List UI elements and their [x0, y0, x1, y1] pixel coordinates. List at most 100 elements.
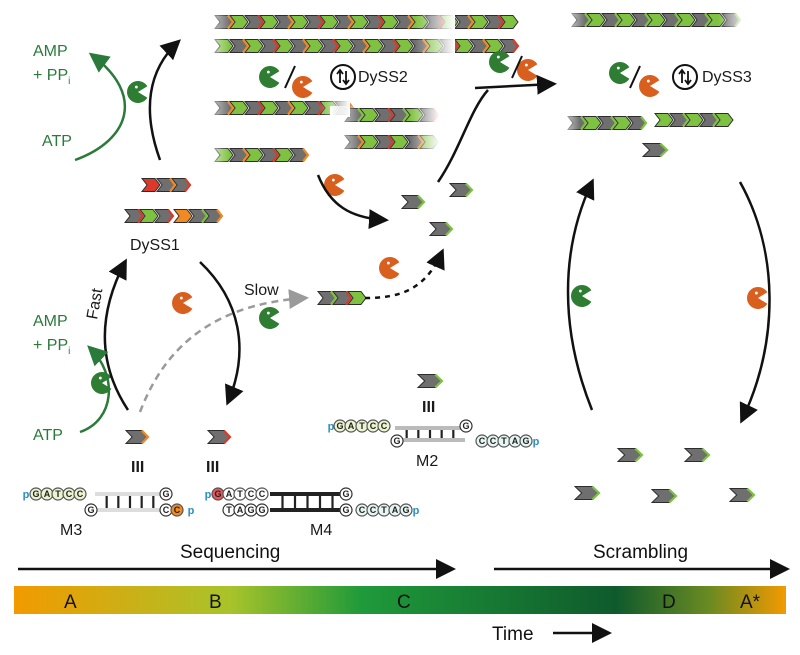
- chevron-monomer-icon: [611, 116, 632, 130]
- chevron-monomer-icon: [348, 15, 369, 29]
- chevron-monomer-icon: [202, 208, 224, 224]
- amp-label-low: AMP: [33, 313, 68, 330]
- oligomer-strand: [653, 112, 734, 128]
- chevron-monomer-icon: [228, 147, 250, 163]
- chevron-monomer-icon: [333, 39, 354, 53]
- atp-label-top: ATP: [42, 133, 72, 150]
- pacman-enzyme-icon: [379, 257, 400, 279]
- nucleotide-base: T: [497, 434, 511, 448]
- svg-text:T: T: [359, 421, 365, 431]
- chevron-monomer-icon: [453, 14, 475, 30]
- chevron-monomer-icon: [153, 208, 175, 224]
- nucleotide-base: C: [355, 503, 369, 517]
- chevron-monomer-icon: [683, 447, 711, 463]
- chevron-monomer-icon: [498, 38, 520, 54]
- nucleotide-base: C: [486, 434, 500, 448]
- monomers-to-dyss3-arrow: [436, 89, 489, 183]
- dyss1-to-dyss2-arrow: [148, 39, 181, 161]
- svg-text:C: C: [248, 489, 255, 499]
- chevron-monomer-icon: [170, 177, 192, 193]
- chevron-monomer-icon: [288, 38, 310, 54]
- nucleotide-base: C: [159, 503, 173, 517]
- svg-text:G: G: [342, 489, 349, 499]
- time-label: Time: [492, 624, 534, 645]
- chevron-monomer-icon: [187, 208, 209, 224]
- svg-text:A: A: [44, 489, 51, 499]
- oligomer-strand: [123, 208, 175, 224]
- chevron-monomer-icon: [378, 38, 400, 54]
- chevron-monomer-icon: [698, 112, 720, 128]
- svg-text:C: C: [370, 421, 377, 431]
- slow-to-monomer-dashed-arrow: [364, 248, 445, 300]
- pacman-enzyme-icon: [127, 81, 148, 103]
- amp-pp-label-low: + PPi: [33, 337, 70, 357]
- svg-text:G: G: [462, 421, 469, 431]
- chevron-monomer-icon: [600, 12, 622, 28]
- scramble-up-arrow: [566, 178, 595, 411]
- enzyme-layer: [91, 51, 768, 394]
- svg-text:A: A: [226, 489, 233, 499]
- amp-pp-label-top: + PPi: [33, 67, 70, 87]
- timeline-bar: [14, 586, 786, 614]
- dyss3-label: DySS3: [702, 69, 752, 86]
- chevron-monomer-icon: [453, 39, 474, 53]
- chevron-monomer-icon: [273, 14, 295, 30]
- nucleotide-base: A: [344, 419, 358, 433]
- chevron-monomer-icon: [206, 429, 232, 445]
- nucleotide-base: C: [244, 487, 258, 501]
- scrambling-label: Scrambling: [593, 542, 688, 563]
- chevron-monomer-icon: [348, 38, 370, 54]
- nucleotide-base: C: [366, 419, 380, 433]
- nucleotide-base: G: [390, 434, 404, 448]
- chevron-monomer-icon: [288, 147, 310, 163]
- nucleotide-base: G: [399, 503, 413, 517]
- chevron-monomer-icon: [124, 429, 150, 445]
- chevron-monomer-icon: [243, 39, 264, 53]
- fast-label: Fast: [84, 287, 106, 321]
- chevron-monomer-icon: [228, 101, 249, 115]
- amp-label-top: AMP: [33, 43, 68, 60]
- nucleotide-base: G: [339, 503, 353, 517]
- nucleotide-base: T: [377, 503, 391, 517]
- slash-divider: [629, 65, 641, 89]
- atp-to-amp-lower-green-arrow: [79, 345, 111, 434]
- phosphate-label: p: [533, 436, 540, 448]
- chevron-monomer-icon: [650, 488, 678, 504]
- slow-label: Slow: [244, 282, 279, 299]
- nucleotide-base: C: [377, 419, 391, 433]
- chevron-monomer-icon: [363, 39, 384, 53]
- pacman-enzyme-icon: [259, 307, 280, 329]
- equilibrium-arrows-icon: [330, 64, 356, 90]
- stage-d-label: D: [662, 592, 676, 613]
- nucleotide-base: C: [73, 487, 87, 501]
- svg-text:G: G: [247, 505, 254, 515]
- nucleotide-base: A: [508, 434, 522, 448]
- svg-text:C: C: [479, 436, 486, 446]
- svg-text:A: A: [348, 421, 355, 431]
- svg-text:T: T: [237, 489, 243, 499]
- chevron-monomer-icon: [243, 148, 264, 162]
- nucleotide-base: G: [29, 487, 43, 501]
- stage-c-label: C: [397, 592, 411, 613]
- nucleotide-base: C: [255, 487, 269, 501]
- atp-label-low: ATP: [33, 427, 63, 444]
- svg-text:G: G: [258, 505, 265, 515]
- chevron-monomer-icon: [228, 38, 250, 54]
- dyss1-label: DySS1: [130, 237, 180, 254]
- dyss1-to-m4-arrow: [199, 261, 244, 406]
- phosphate-label: p: [188, 505, 195, 517]
- nucleotide-base: G: [211, 487, 225, 501]
- chevron-monomer-icon: [645, 13, 666, 27]
- chevron-monomer-icon: [303, 39, 324, 53]
- atp-to-amp-green-arrow: [74, 52, 127, 162]
- chevron-monomer-icon: [258, 38, 280, 54]
- nucleotide-base: T: [222, 503, 236, 517]
- strand-layer: [123, 11, 756, 504]
- svg-text:T: T: [55, 489, 61, 499]
- phosphate-label: p: [23, 489, 30, 501]
- chevron-monomer-icon: [498, 15, 519, 29]
- chevron-monomer-icon: [400, 194, 426, 210]
- nucleotide-base: C: [62, 487, 76, 501]
- svg-text:G: G: [342, 505, 349, 515]
